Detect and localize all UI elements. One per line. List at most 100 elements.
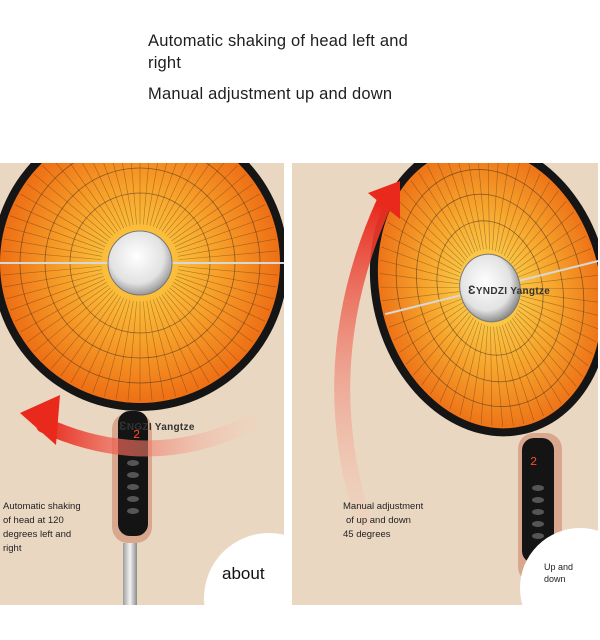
grill-spoke — [127, 301, 137, 401]
grill-spoke — [173, 193, 260, 244]
grill-spoke — [455, 163, 481, 251]
grill-spoke — [504, 323, 544, 417]
grill-spoke — [26, 284, 109, 343]
grill-spoke — [487, 163, 490, 250]
grill-spoke — [92, 299, 128, 393]
grill-spoke — [445, 163, 478, 251]
right-caption-line: 45 degrees — [343, 529, 391, 540]
grill-spoke — [381, 246, 460, 277]
pole — [123, 543, 137, 605]
grill-spoke — [93, 163, 124, 229]
grill-spoke — [382, 291, 460, 301]
grill-spoke — [490, 326, 493, 426]
grill-spoke — [42, 290, 113, 361]
grill-spoke — [502, 325, 535, 421]
grill-spoke — [60, 294, 119, 377]
grill-spoke — [161, 163, 211, 232]
grill-spoke — [10, 215, 104, 251]
grill-spoke — [149, 300, 177, 397]
right-caption-line: Manual adjustment — [343, 501, 424, 512]
grill-spoke — [380, 286, 460, 289]
left-caption-line: of head at 120 — [3, 515, 64, 526]
swing-arrow — [36, 415, 258, 457]
grill-spoke — [152, 163, 177, 227]
grill-spoke — [164, 163, 225, 234]
grill-spoke — [495, 163, 510, 252]
grill-spoke — [410, 180, 469, 259]
grill-spoke — [161, 294, 220, 377]
grill-spoke — [430, 317, 474, 395]
grill-spoke — [26, 183, 109, 242]
grill-spoke — [159, 163, 199, 230]
grill-spoke — [506, 181, 550, 259]
grill-spoke — [20, 282, 107, 333]
grill-spoke — [167, 165, 238, 236]
grill-spoke — [436, 163, 476, 253]
grill-spoke — [439, 319, 477, 403]
grill-spoke — [69, 163, 119, 232]
grill-spoke — [519, 302, 597, 343]
grill-spoke — [51, 292, 116, 369]
grill-spoke — [421, 315, 472, 386]
left-caption-line: Automatic shaking — [3, 501, 81, 512]
grill-spoke — [388, 298, 462, 328]
grill-spoke — [508, 190, 559, 261]
grill-spoke — [178, 266, 278, 276]
right-caption-line: of up and down — [346, 515, 411, 526]
grill-spoke — [426, 165, 473, 254]
grill-spoke — [146, 301, 165, 399]
grill-spoke — [393, 302, 464, 341]
grill-spoke — [14, 204, 106, 247]
grill-spoke — [470, 324, 485, 421]
grill-spoke — [499, 325, 525, 424]
right-product-panel: 2 ƐYNDZI Yangtze Manual adjus — [292, 163, 598, 605]
grill-spoke — [176, 215, 270, 251]
grill-spoke — [498, 163, 521, 253]
grill-spoke — [177, 272, 274, 300]
grill-spoke — [149, 163, 168, 226]
grill-spoke — [476, 163, 487, 250]
grill-spoke — [399, 305, 465, 353]
display-digit: 2 — [530, 455, 537, 469]
right-heater-illustration: 2 — [334, 163, 598, 583]
grill-spoke — [81, 297, 124, 389]
tilt-arrow-head — [368, 181, 400, 219]
grill-spoke — [167, 290, 238, 361]
grill-spoke — [34, 174, 111, 239]
grill-spoke — [513, 315, 577, 387]
grill-spoke — [496, 326, 514, 426]
grill-spoke — [164, 292, 229, 369]
grill-spoke — [500, 166, 531, 255]
display-digit: 2 — [133, 428, 140, 442]
left-caption: Automatic shaking of head at 120 degrees… — [3, 500, 81, 556]
left-product-panel: 2 ƐNGZI Yangtze Automatic shaking of hea… — [0, 163, 284, 605]
grill-spoke — [171, 284, 254, 343]
left-caption-line: right — [3, 543, 22, 554]
grill-spoke — [177, 226, 274, 254]
swing-arrow-head — [20, 395, 60, 445]
grill-spoke — [42, 165, 113, 236]
grill-spoke — [520, 275, 598, 285]
grill-spoke — [511, 317, 570, 396]
grill-spoke — [173, 282, 260, 333]
grill-spokes — [2, 163, 278, 401]
grill-spoke — [413, 312, 469, 376]
grill-spoke — [130, 163, 137, 225]
headline-line-1: Automatic shaking of head left and right — [148, 32, 408, 72]
grill-spoke — [152, 299, 188, 393]
grill-spoke — [6, 226, 103, 254]
grill-spoke — [34, 287, 111, 352]
grill-spoke — [520, 287, 598, 290]
tilt-arrow — [334, 195, 392, 531]
grill-spokes — [379, 163, 598, 427]
grill-spoke — [507, 322, 554, 411]
grill-spoke — [159, 296, 210, 383]
corner-label-line: down — [544, 574, 566, 584]
grill-spoke — [176, 275, 270, 311]
left-heater-illustration: 2 — [0, 163, 284, 605]
grill-spoke — [156, 163, 187, 229]
grill-spoke — [397, 199, 465, 264]
grill-spoke — [20, 193, 107, 244]
grill-spoke — [174, 204, 266, 247]
grill-spoke — [14, 279, 106, 322]
